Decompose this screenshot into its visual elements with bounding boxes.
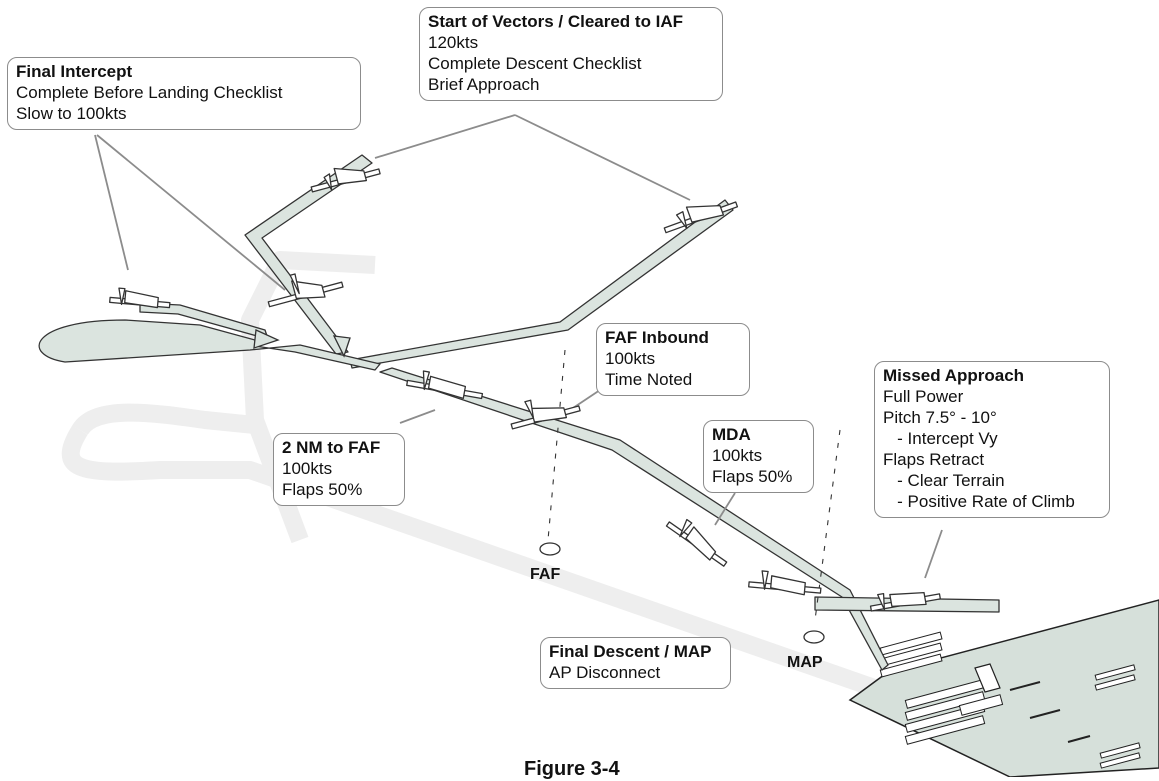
callout-line: 120kts bbox=[428, 33, 479, 52]
callout-line: Complete Before Landing Checklist bbox=[16, 83, 283, 102]
callout-line: 100kts bbox=[282, 459, 333, 478]
airplane-icon bbox=[267, 273, 344, 308]
callout-2nm-to-faf: 2 NM to FAF 100kts Flaps 50% bbox=[273, 433, 405, 506]
faf-marker bbox=[539, 542, 561, 556]
faf-label: FAF bbox=[530, 566, 561, 583]
callout-line: Slow to 100kts bbox=[16, 104, 127, 123]
figure-caption: Figure 3-4 bbox=[524, 758, 620, 780]
callout-line: AP Disconnect bbox=[549, 663, 661, 682]
airplane-icon bbox=[406, 370, 484, 400]
callout-title: Start of Vectors / Cleared to IAF bbox=[428, 12, 684, 31]
airplane-icon bbox=[663, 201, 739, 234]
leader-lines bbox=[94, 114, 943, 579]
airplane-icon bbox=[665, 518, 728, 567]
callout-final-intercept: Final Intercept Complete Before Landing … bbox=[7, 57, 361, 130]
callout-title: 2 NM to FAF bbox=[282, 438, 381, 457]
callout-line: Brief Approach bbox=[428, 75, 540, 94]
callout-line: Pitch 7.5° - 10° bbox=[883, 408, 997, 427]
callout-line: - Intercept Vy bbox=[883, 429, 998, 448]
callout-missed-approach: Missed Approach Full Power Pitch 7.5° - … bbox=[874, 361, 1110, 518]
callout-start-of-vectors: Start of Vectors / Cleared to IAF 120kts… bbox=[419, 7, 723, 101]
callout-line: - Clear Terrain bbox=[883, 471, 1005, 490]
vectors-arrow-head bbox=[332, 335, 351, 358]
callout-faf-inbound: FAF Inbound 100kts Time Noted bbox=[596, 323, 750, 396]
callout-line: Complete Descent Checklist bbox=[428, 54, 642, 73]
callout-mda: MDA 100kts Flaps 50% bbox=[703, 420, 814, 493]
callout-final-descent: Final Descent / MAP AP Disconnect bbox=[540, 637, 731, 689]
runway bbox=[848, 599, 1159, 777]
airplane-icon bbox=[510, 399, 581, 430]
callout-title: FAF Inbound bbox=[605, 328, 709, 347]
callout-line: Full Power bbox=[883, 387, 964, 406]
map-marker bbox=[803, 630, 825, 644]
callout-line: 100kts bbox=[712, 446, 763, 465]
airplane-icon bbox=[310, 167, 381, 193]
map-label: MAP bbox=[787, 654, 823, 671]
callout-title: MDA bbox=[712, 425, 751, 444]
callout-line: Time Noted bbox=[605, 370, 693, 389]
airplane-icon bbox=[748, 570, 822, 596]
callout-line: - Positive Rate of Climb bbox=[883, 492, 1075, 511]
callout-line: Flaps 50% bbox=[282, 480, 363, 499]
callout-title: Missed Approach bbox=[883, 366, 1025, 385]
turn-arrow-head bbox=[253, 329, 280, 349]
callout-title: Final Intercept bbox=[16, 62, 133, 81]
callout-line: Flaps 50% bbox=[712, 467, 793, 486]
airplane-icon bbox=[109, 287, 171, 309]
callout-title: Final Descent / MAP bbox=[549, 642, 712, 661]
callout-line: Flaps Retract bbox=[883, 450, 985, 469]
airplane-icon bbox=[869, 591, 941, 612]
callout-line: 100kts bbox=[605, 349, 656, 368]
ground-track-shadow bbox=[61, 251, 883, 699]
